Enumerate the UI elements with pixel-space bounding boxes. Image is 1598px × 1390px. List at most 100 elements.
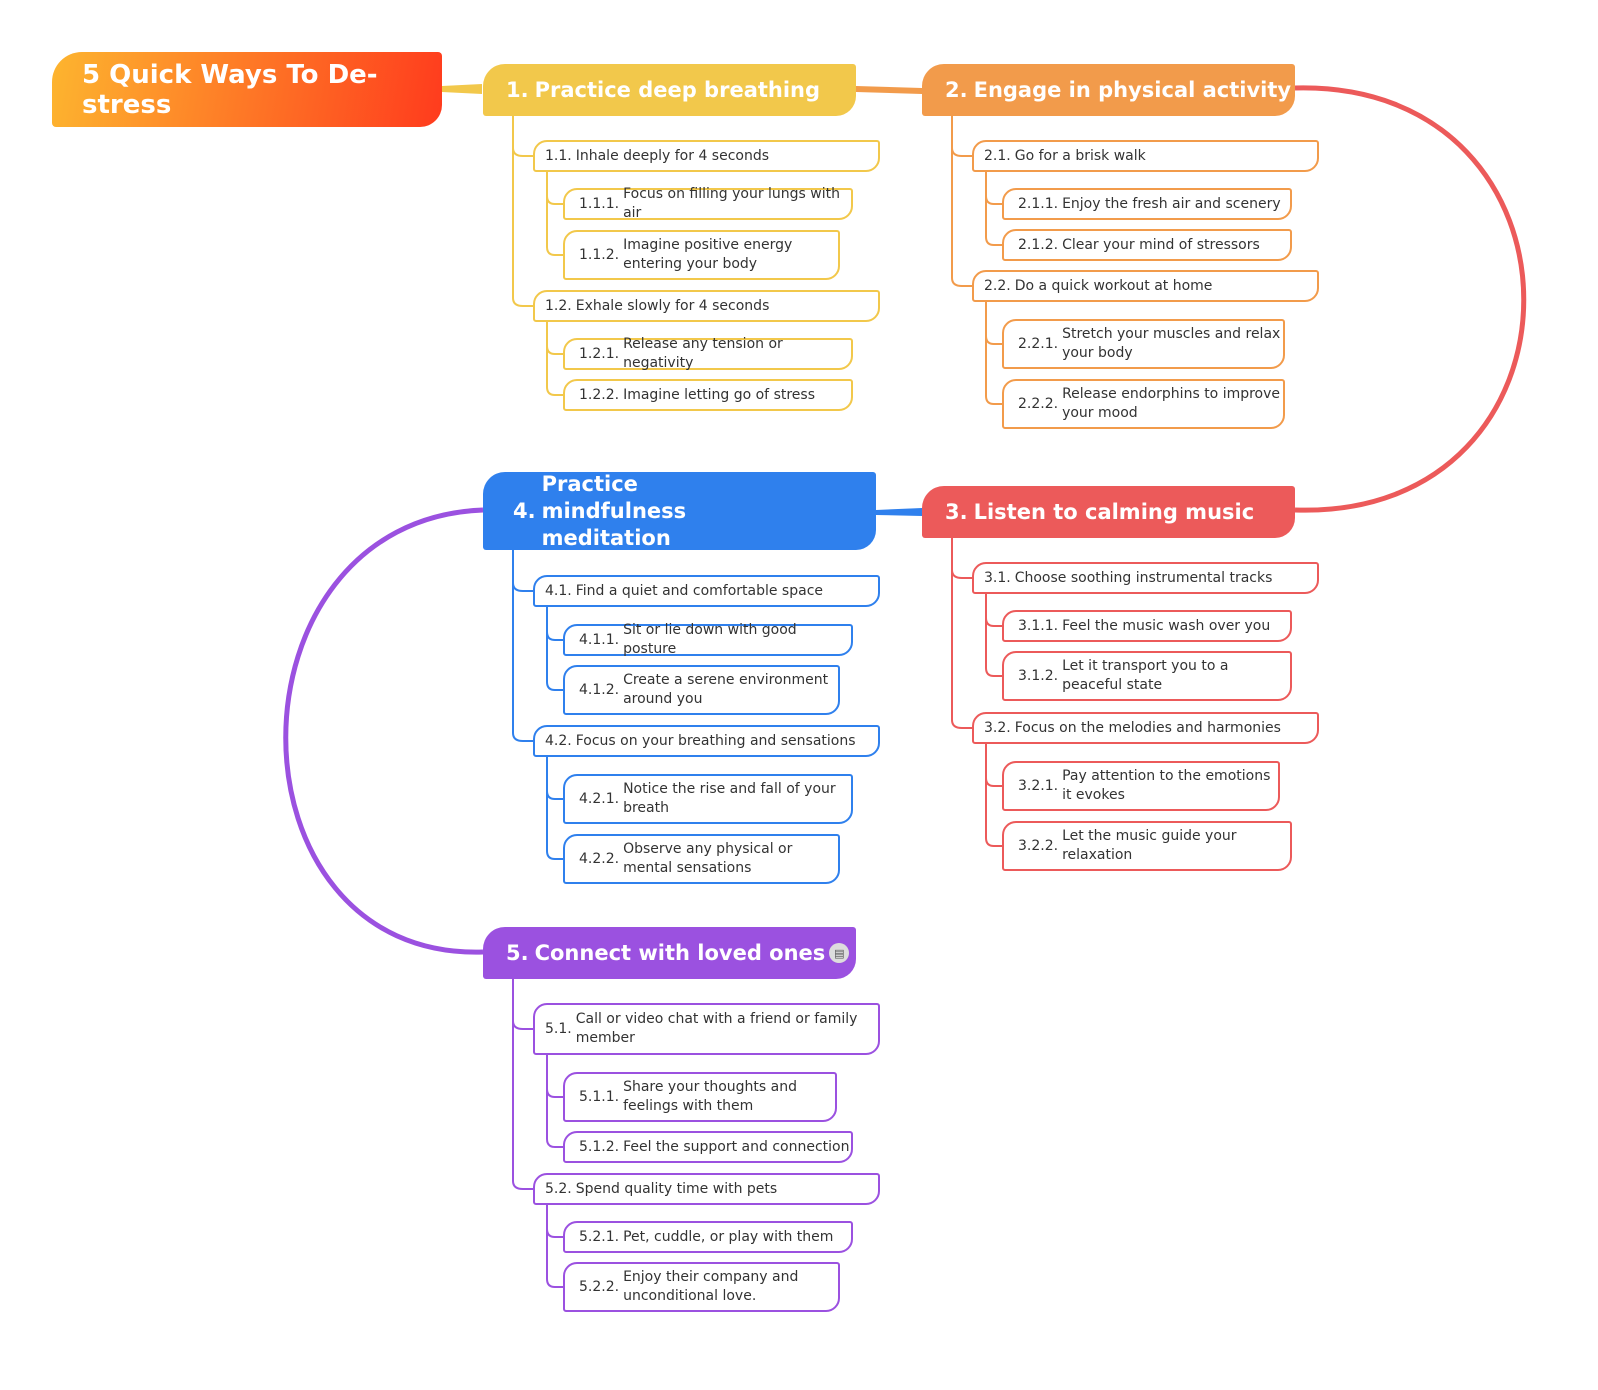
topic-number: 5. (506, 941, 529, 965)
subtopic-level2[interactable]: 3.1.Choose soothing instrumental tracks (972, 562, 1319, 594)
subtopic-level3[interactable]: 4.2.2.Observe any physical or mental sen… (563, 834, 840, 884)
topic-label: Connect with loved ones (534, 941, 826, 965)
subtopic-level2[interactable]: 1.2.Exhale slowly for 4 seconds (533, 290, 880, 322)
subtopic-label: Stretch your muscles and relax your body (1062, 326, 1281, 361)
branch-connector (546, 757, 563, 860)
subtopic-label: Pay attention to the emotions it evokes (1062, 768, 1271, 803)
subtopic-level3[interactable]: 1.1.2.Imagine positive energy entering y… (563, 230, 840, 280)
subtopic-level3[interactable]: 3.1.1.Feel the music wash over you (1002, 610, 1292, 642)
subtopic-level3[interactable]: 2.1.2.Clear your mind of stressors (1002, 229, 1292, 261)
topic-1[interactable]: 1.Practice deep breathing (483, 64, 856, 116)
subtopic-number: 3.1.2. (1018, 667, 1059, 684)
branch-connector (985, 172, 1002, 246)
topic-number: 3. (945, 500, 968, 524)
subtopic-number: 3.1. (984, 569, 1011, 586)
branch-connector (546, 607, 563, 691)
subtopic-number: 3.1.1. (1018, 617, 1059, 634)
subtopic-level3[interactable]: 5.2.2.Enjoy their company and unconditio… (563, 1262, 840, 1312)
subtopic-level2[interactable]: 4.1.Find a quiet and comfortable space (533, 575, 880, 607)
subtopic-number: 5.2.2. (579, 1278, 620, 1295)
note-icon[interactable]: ▤ (829, 943, 850, 963)
subtopic-label: Feel the support and connection (623, 1138, 850, 1155)
subtopic-number: 5.1.2. (579, 1138, 620, 1155)
subtopic-number: 1.1.2. (579, 246, 620, 263)
subtopic-number: 3.2.1. (1018, 777, 1059, 794)
branch-connector (546, 1055, 563, 1148)
subtopic-level2[interactable]: 1.1.Inhale deeply for 4 seconds (533, 140, 880, 172)
subtopic-number: 5.2.1. (579, 1228, 620, 1245)
subtopic-level3[interactable]: 1.1.1.Focus on filling your lungs with a… (563, 186, 853, 221)
topic-4[interactable]: 4.Practice mindfulness meditation (483, 472, 876, 550)
subtopic-label: Exhale slowly for 4 seconds (575, 297, 770, 314)
subtopic-number: 5.1.1. (579, 1088, 620, 1105)
subtopic-level2[interactable]: 4.2.Focus on your breathing and sensatio… (533, 725, 880, 757)
subtopic-level3[interactable]: 3.1.2.Let it transport you to a peaceful… (1002, 651, 1292, 701)
subtopic-level3[interactable]: 5.2.1.Pet, cuddle, or play with them (563, 1221, 853, 1253)
topic-5[interactable]: 5.Connect with loved ones▤ (483, 927, 856, 979)
branch-connector (546, 322, 563, 396)
subtopic-label: Share your thoughts and feelings with th… (623, 1079, 797, 1114)
branch-connector (546, 1205, 563, 1288)
subtopic-label: Enjoy their company and unconditional lo… (623, 1269, 799, 1304)
subtopic-number: 5.2. (545, 1180, 572, 1197)
subtopic-label: Spend quality time with pets (575, 1180, 778, 1197)
branch-connector (985, 172, 1002, 205)
central-topic[interactable]: 5 Quick Ways To De-stress (52, 52, 442, 127)
subtopic-level3[interactable]: 5.1.2.Feel the support and connection (563, 1131, 853, 1163)
subtopic-number: 2.1.2. (1018, 236, 1059, 253)
branch-connector (512, 116, 533, 307)
connector-3-4 (876, 508, 922, 516)
connector-4-5 (283, 507, 484, 955)
subtopic-level3[interactable]: 2.1.1.Enjoy the fresh air and scenery (1002, 188, 1292, 220)
branch-connector (951, 116, 972, 157)
branch-connector (546, 757, 563, 800)
topic-number: 4. (513, 498, 536, 523)
subtopic-level3[interactable]: 4.2.1.Notice the rise and fall of your b… (563, 774, 853, 824)
subtopic-label: Create a serene environment around you (623, 672, 829, 707)
subtopic-number: 2.2.1. (1018, 335, 1059, 352)
subtopic-level3[interactable]: 3.2.1.Pay attention to the emotions it e… (1002, 761, 1280, 811)
subtopic-level3[interactable]: 1.2.2.Imagine letting go of stress (563, 379, 853, 411)
subtopic-number: 4.2.1. (579, 790, 620, 807)
subtopic-label: Pet, cuddle, or play with them (623, 1228, 834, 1245)
branch-connector (546, 607, 563, 641)
subtopic-label: Clear your mind of stressors (1062, 236, 1260, 253)
subtopic-level2[interactable]: 2.2.Do a quick workout at home (972, 270, 1319, 302)
subtopic-level2[interactable]: 3.2.Focus on the melodies and harmonies (972, 712, 1319, 744)
subtopic-level3[interactable]: 4.1.1.Sit or lie down with good posture (563, 622, 853, 657)
subtopic-level3[interactable]: 3.2.2.Let the music guide your relaxatio… (1002, 821, 1292, 871)
subtopic-label: Inhale deeply for 4 seconds (575, 147, 770, 164)
branch-connector (512, 979, 533, 1190)
subtopic-number: 1.2. (545, 297, 572, 314)
subtopic-number: 1.2.2. (579, 386, 620, 403)
subtopic-label: Focus on the melodies and harmonies (1014, 719, 1281, 736)
branch-connector (546, 172, 563, 256)
branch-connector (985, 594, 1002, 627)
subtopic-level3[interactable]: 1.2.1.Release any tension or negativity (563, 336, 853, 371)
subtopic-label: Go for a brisk walk (1014, 147, 1146, 164)
topic-label: Practice mindfulness meditation (541, 471, 687, 550)
subtopic-label: Sit or lie down with good posture (623, 622, 797, 657)
subtopic-label: Focus on filling your lungs with air (623, 186, 840, 221)
connector-1-2 (856, 86, 922, 94)
topic-label: Listen to calming music (973, 500, 1255, 524)
subtopic-level2[interactable]: 5.1.Call or video chat with a friend or … (533, 1003, 880, 1055)
subtopic-label: Find a quiet and comfortable space (575, 582, 824, 599)
subtopic-label: Let it transport you to a peaceful state (1062, 658, 1229, 693)
root-connector (442, 84, 482, 94)
subtopic-level2[interactable]: 5.2.Spend quality time with pets (533, 1173, 880, 1205)
subtopic-level3[interactable]: 4.1.2.Create a serene environment around… (563, 665, 840, 715)
topic-2[interactable]: 2.Engage in physical activity (922, 64, 1295, 116)
subtopic-level2[interactable]: 2.1.Go for a brisk walk (972, 140, 1319, 172)
subtopic-level3[interactable]: 2.2.2.Release endorphins to improve your… (1002, 379, 1285, 429)
topic-number: 2. (945, 78, 968, 102)
topic-3[interactable]: 3.Listen to calming music (922, 486, 1295, 538)
branch-connector (951, 538, 972, 579)
subtopic-level3[interactable]: 2.2.1.Stretch your muscles and relax you… (1002, 319, 1285, 369)
subtopic-level3[interactable]: 5.1.1.Share your thoughts and feelings w… (563, 1072, 837, 1122)
subtopic-number: 4.1.2. (579, 681, 620, 698)
subtopic-label: Imagine positive energy entering your bo… (623, 237, 793, 272)
subtopic-label: Imagine letting go of stress (623, 386, 815, 403)
branch-connector (546, 1055, 563, 1098)
